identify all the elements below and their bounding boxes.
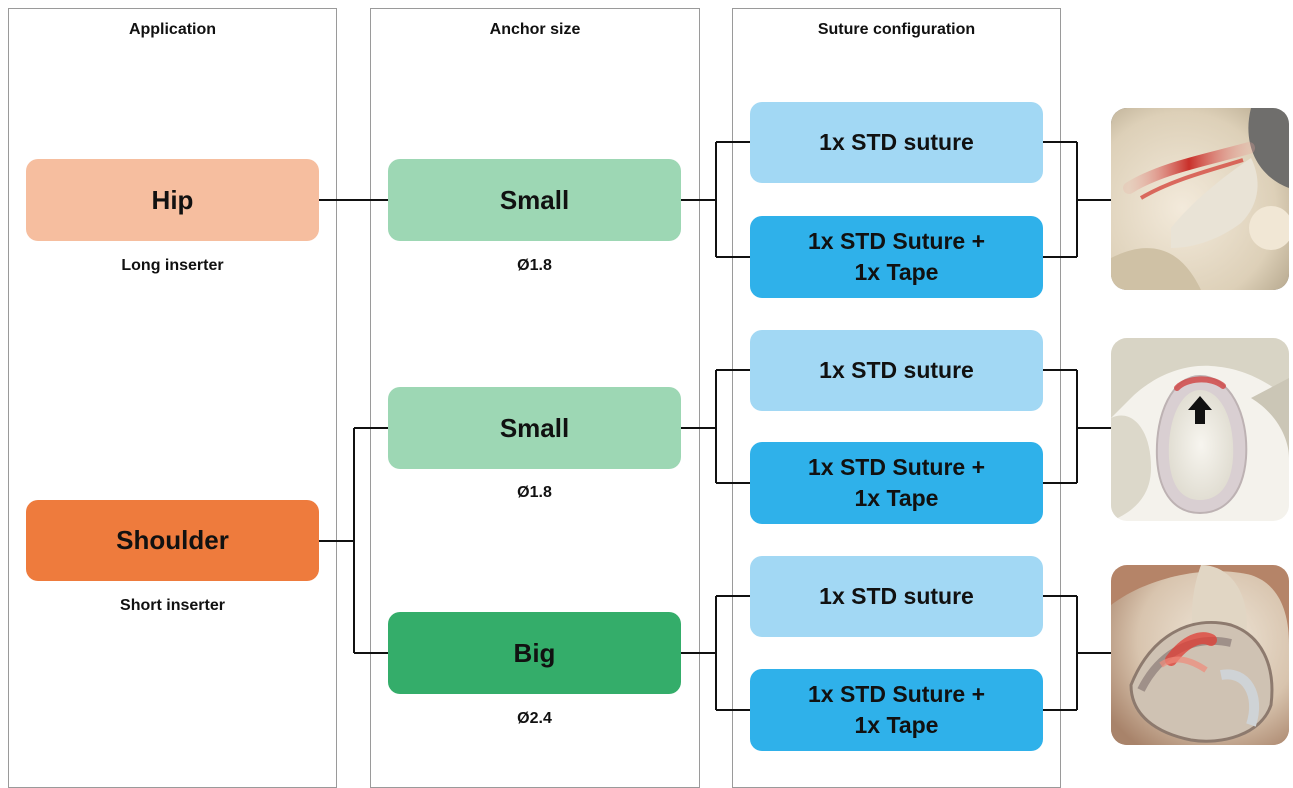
application-shoulder-label: Shoulder (116, 525, 229, 555)
suture-option-line2: 1x Tape (854, 712, 939, 738)
application-column: Application (8, 8, 337, 788)
suture-option-box: 1x STD suture (750, 102, 1043, 183)
application-shoulder-box: Shoulder (26, 500, 319, 581)
application-shoulder-inserter: Short inserter (120, 597, 225, 614)
application-hip-inserter: Long inserter (121, 257, 224, 274)
anchor-small-hip-diameter: Ø1.8 (517, 257, 552, 274)
application-hip-label: Hip (151, 184, 194, 215)
anchor-big-shoulder-label: Big (513, 637, 556, 668)
application-column-header: Application (128, 21, 217, 38)
suture-option-box: 1x STD suture (750, 556, 1043, 637)
anchor-small-shoulder-label: Small (499, 412, 570, 443)
anchor-size-column-header: Anchor size (489, 21, 581, 38)
suture-option-line2: 1x Tape (854, 259, 939, 285)
anchor-small-hip-box: Small (388, 159, 681, 241)
suture-option-line1: 1x STD suture (819, 583, 974, 609)
suture-option-box: 1x STD Suture + 1x Tape (750, 669, 1043, 751)
anchor-small-shoulder-diameter: Ø1.8 (517, 484, 552, 501)
anchor-small-hip-label: Small (499, 184, 570, 215)
application-hip-box: Hip (26, 159, 319, 241)
suture-option-line1: 1x STD Suture + (807, 454, 986, 480)
suture-option-line1: 1x STD Suture + (807, 228, 986, 254)
suture-option-box: 1x STD suture (750, 330, 1043, 411)
suture-option-line1: 1x STD suture (819, 129, 974, 155)
suture-option-line2: 1x Tape (854, 485, 939, 511)
suture-option-line1: 1x STD Suture + (807, 681, 986, 707)
suture-option-line1: 1x STD suture (819, 357, 974, 383)
anchor-big-shoulder-box: Big (388, 612, 681, 694)
glenoid-illustration (1111, 338, 1289, 521)
shoulder-labrum-illustration (1111, 565, 1289, 745)
hip-joint-illustration (1111, 108, 1289, 290)
anchor-small-shoulder-box: Small (388, 387, 681, 469)
suture-option-box: 1x STD Suture + 1x Tape (750, 216, 1043, 298)
suture-configuration-column-header: Suture configuration (817, 21, 976, 38)
suture-option-box: 1x STD Suture + 1x Tape (750, 442, 1043, 524)
anchor-big-shoulder-diameter: Ø2.4 (517, 710, 552, 727)
